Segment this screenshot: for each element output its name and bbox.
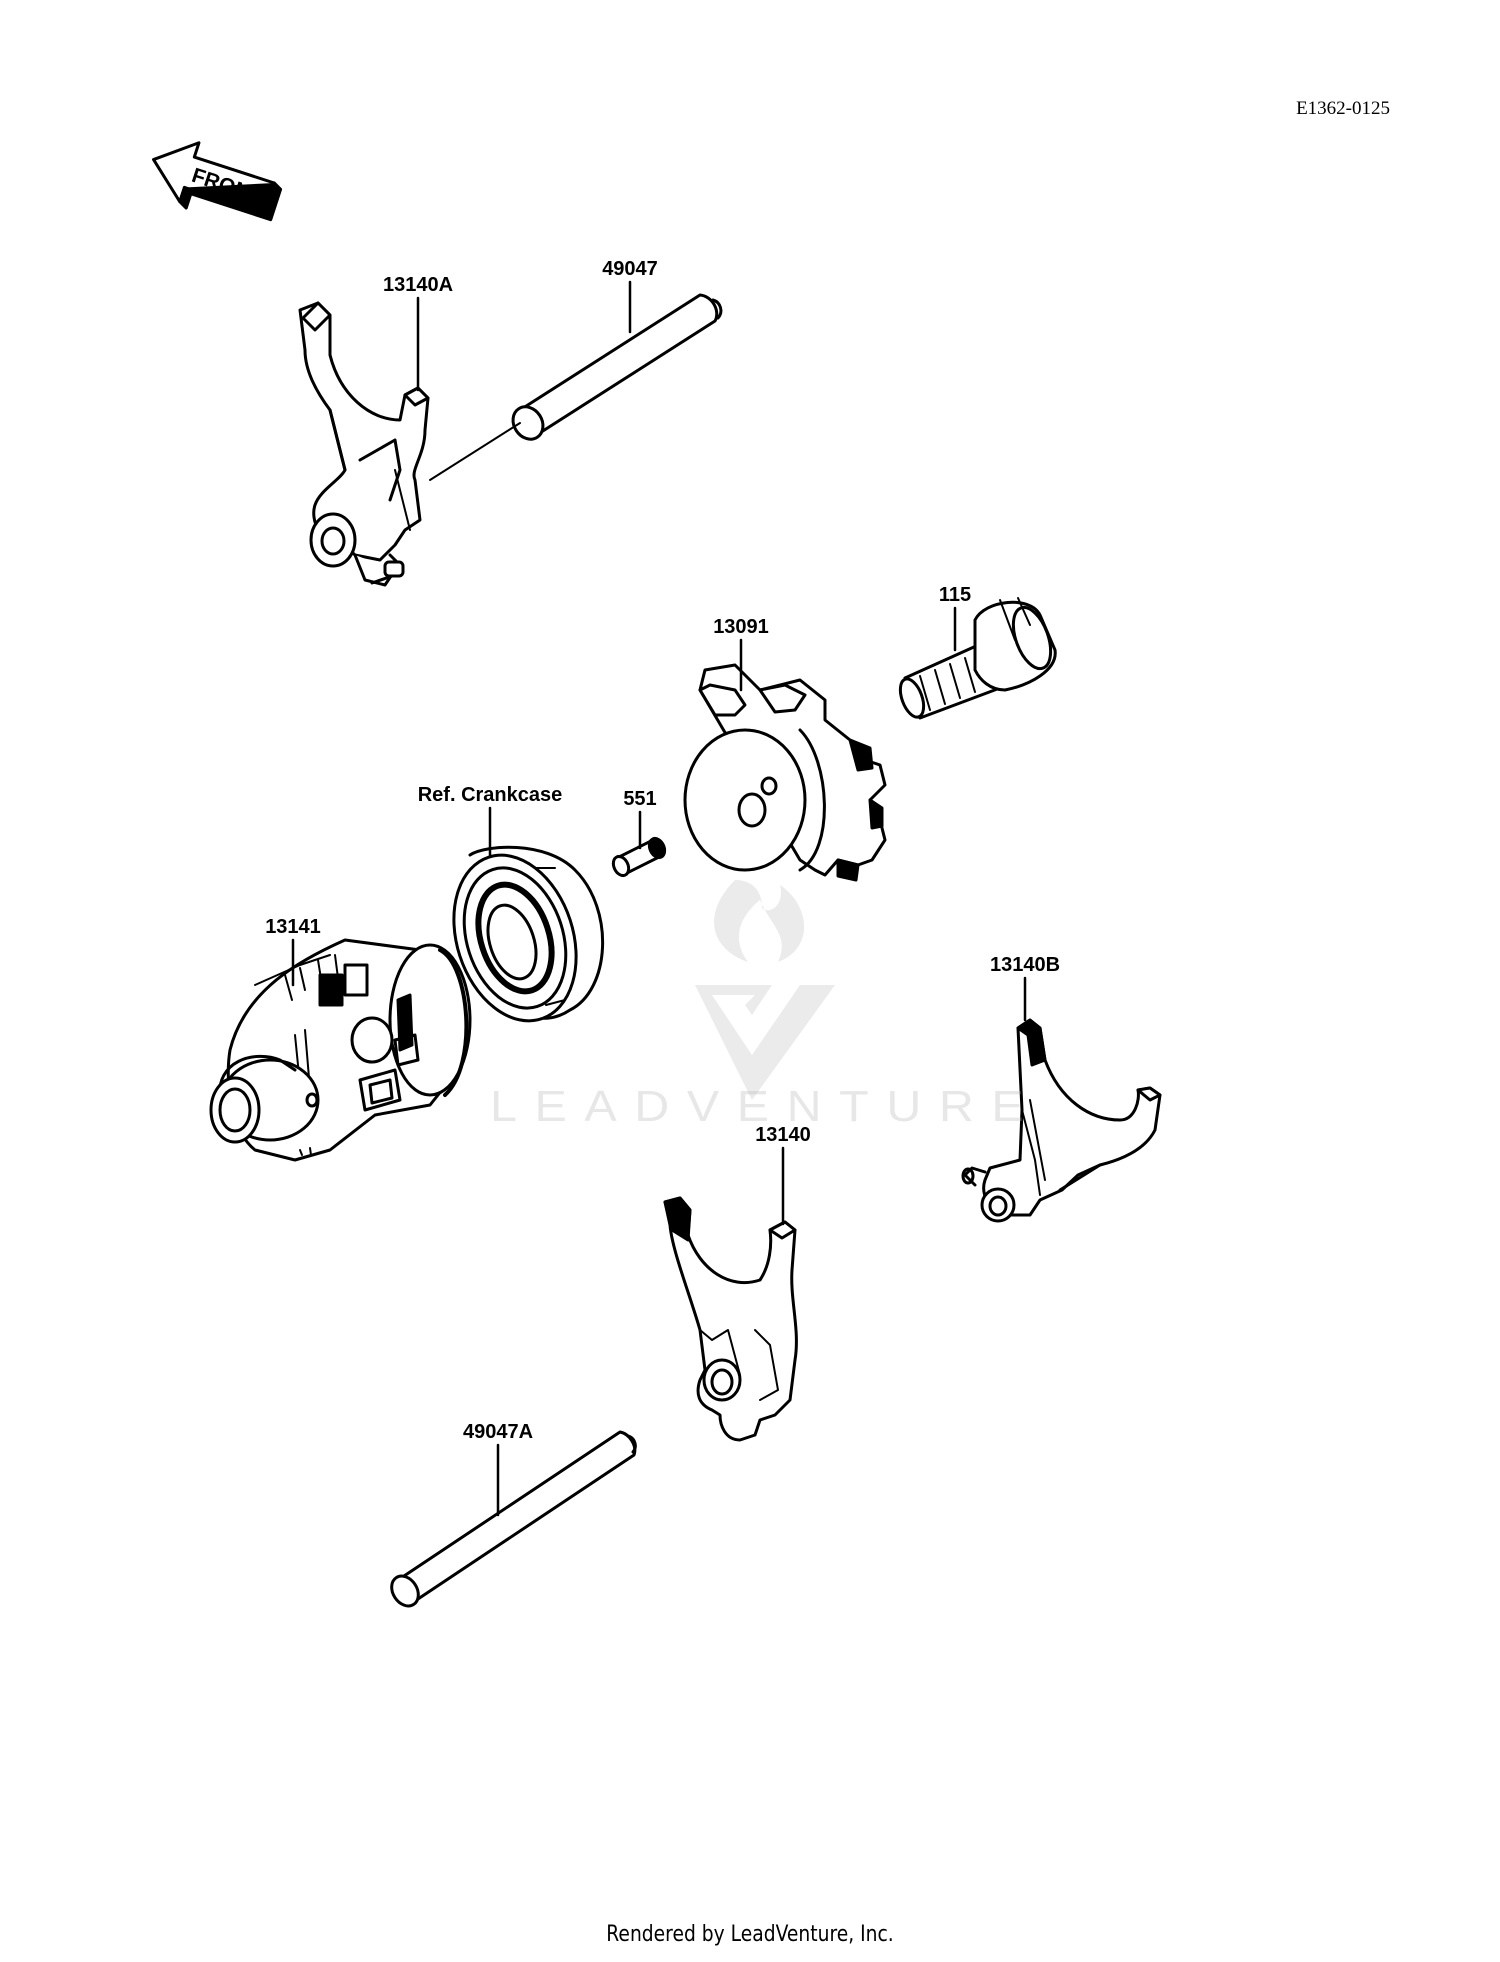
label-49047: 49047 <box>602 258 658 280</box>
dowel-pin-551 <box>611 836 667 878</box>
shift-drum-cam-13091 <box>683 663 887 882</box>
reference-code: E1362-0125 <box>1296 98 1390 119</box>
shift-rod-49047A <box>390 1430 637 1608</box>
label-13140A: 13140A <box>382 274 454 296</box>
leader-lines <box>291 280 1027 1517</box>
shift-drum-13141 <box>209 938 472 1162</box>
label-13091: 13091 <box>713 616 769 638</box>
label-13141: 13141 <box>265 916 321 938</box>
shift-rod-49047 <box>511 293 723 441</box>
front-arrow-icon <box>152 141 283 222</box>
shift-fork-13140A <box>298 301 430 587</box>
watermark-text: LEADVENTURE <box>490 1082 1042 1131</box>
bearing-ref-crankcase <box>452 845 604 1023</box>
bolt-115 <box>898 597 1057 720</box>
shift-fork-13140 <box>663 1196 798 1442</box>
rod-alignment-line <box>429 422 521 481</box>
label-49047A: 49047A <box>462 1421 534 1443</box>
watermark-logo <box>695 880 835 1100</box>
footer-credit: Rendered by LeadVenture, Inc. <box>606 1922 894 1947</box>
label-13140: 13140 <box>755 1124 811 1146</box>
shift-fork-13140B <box>961 1018 1162 1223</box>
label-551: 551 <box>623 788 657 810</box>
label-ref-crankcase: Ref. Crankcase <box>417 784 563 806</box>
label-13140B: 13140B <box>989 954 1061 976</box>
label-115: 115 <box>938 584 972 606</box>
